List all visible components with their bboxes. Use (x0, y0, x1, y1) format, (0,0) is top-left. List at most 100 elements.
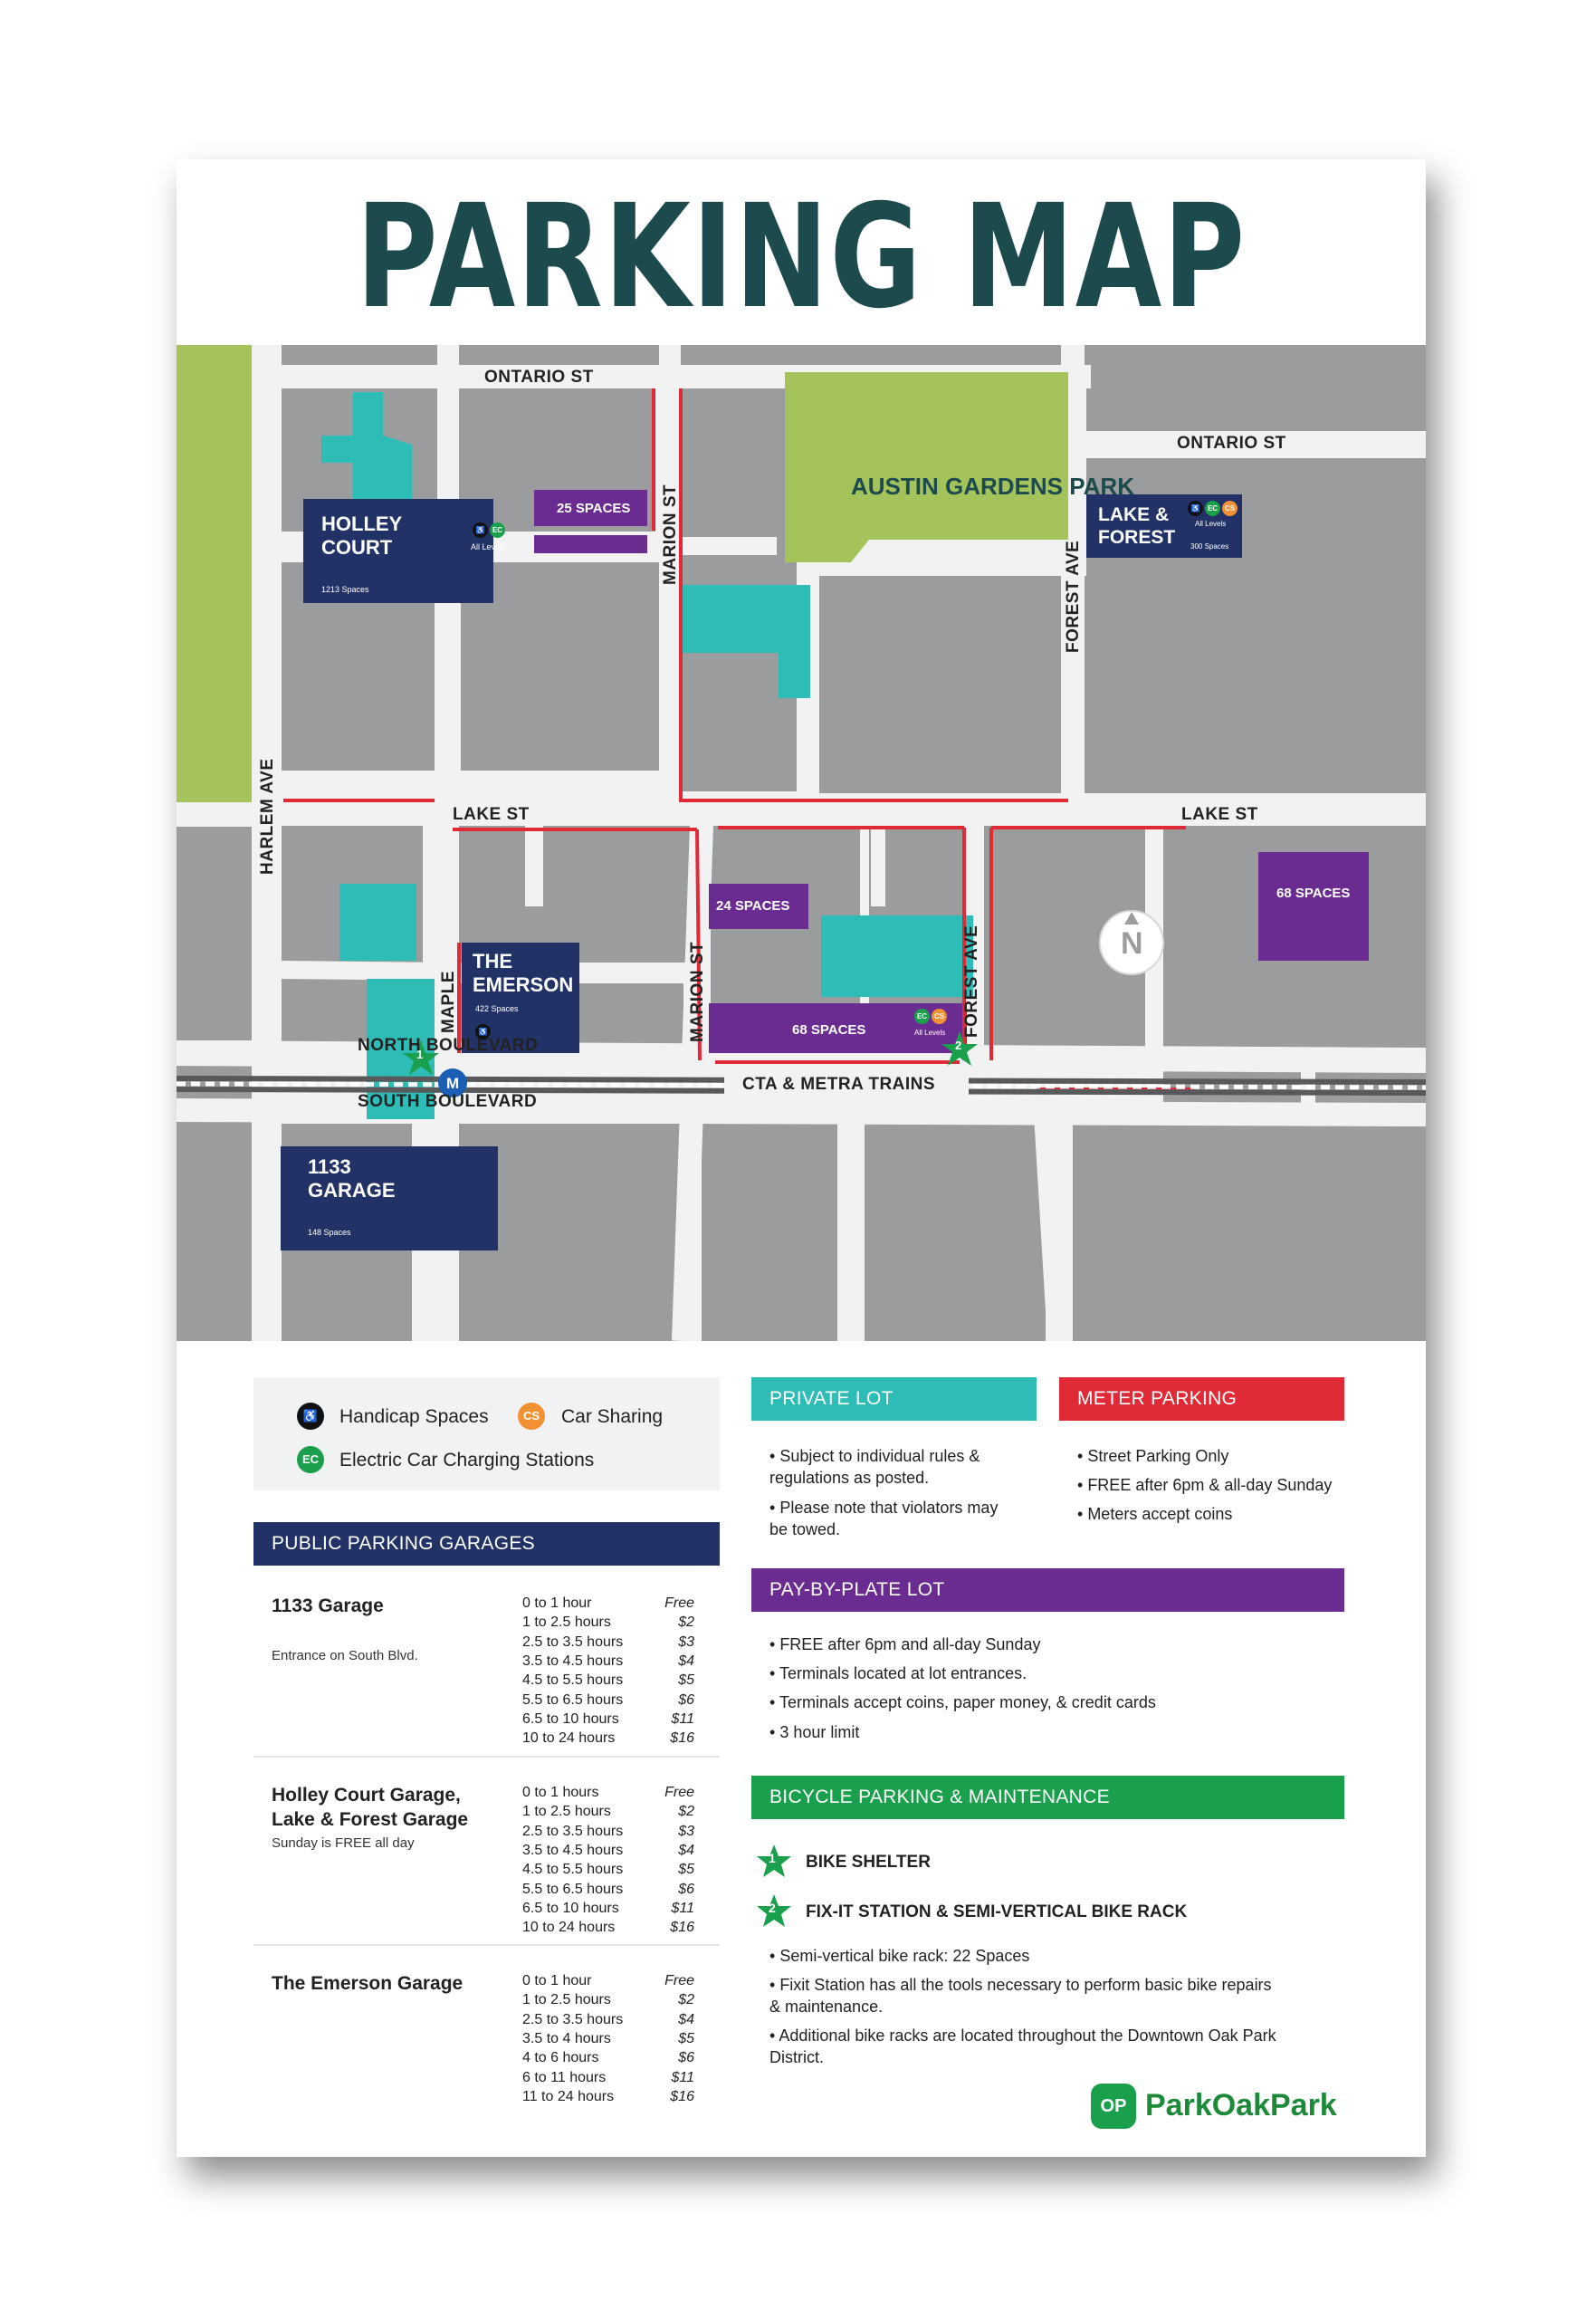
bicycle-bullet: • Semi-vertical bike rack: 22 Spaces (769, 1947, 1030, 1965)
rate-duration: 2.5 to 3.5 hours (522, 2011, 624, 2027)
car-sharing-icon: CS (1222, 501, 1238, 516)
holley-court-spaces: 1213 Spaces (321, 585, 369, 594)
private-lot-bullet: • Subject to individual rules & regulati… (769, 1447, 980, 1487)
meter-bullet: • Street Parking Only (1077, 1447, 1229, 1465)
fixit-station-star-icon (757, 1894, 791, 1927)
lake-st-label: LAKE ST (453, 805, 530, 824)
rate-row: 2.5 to 3.5 hours$3 (522, 1633, 694, 1652)
harlem-ave-label: HARLEM AVE (258, 758, 277, 876)
rate-price: $11 (671, 2069, 694, 2085)
holley-court-levels: All Levels (471, 542, 506, 551)
meter-parking-header: METER PARKING (1059, 1377, 1344, 1421)
rate-duration: 3.5 to 4.5 hours (522, 1842, 624, 1858)
car-sharing-icon: CS (932, 1009, 947, 1024)
car-sharing-icon: CS (518, 1403, 545, 1430)
rate-price: $16 (670, 2088, 694, 2104)
pay-by-plate-lots (534, 490, 1369, 1053)
south-boulevard-label: SOUTH BOULEVARD (358, 1092, 538, 1111)
legend-handicap: Handicap Spaces (339, 1406, 489, 1427)
meter-bullet: • Meters accept coins (1077, 1505, 1233, 1523)
maple-label: MAPLE (439, 971, 458, 1033)
fixit-station-label: FIX-IT STATION & SEMI-VERTICAL BIKE RACK (806, 1902, 1188, 1921)
rate-row: 1 to 2.5 hours$2 (522, 1613, 694, 1632)
garages (281, 494, 1242, 1250)
forest-ave-label: FOREST AVE (1064, 540, 1083, 653)
compass-n-label: N (1121, 926, 1143, 961)
lake-forest-label: LAKE & FOREST (1098, 504, 1176, 548)
handicap-icon: ♿ (297, 1403, 324, 1430)
rate-price: $6 (678, 1691, 694, 1708)
lake-st-label-east: LAKE ST (1181, 805, 1258, 824)
private-lot-bullet: • Please note that violators may be towe… (769, 1499, 999, 1538)
pay-by-plate-bullet: • 3 hour limit (769, 1723, 860, 1741)
rate-row: 3.5 to 4.5 hours $4 (522, 1652, 694, 1671)
garage-rate-name: The Emerson Garage (272, 1973, 464, 1994)
rate-price: $5 (678, 1672, 694, 1689)
lot-24-label: 24 SPACES (716, 898, 790, 914)
rate-row: 4.5 to 5.5 hours$5 (522, 1860, 694, 1879)
rate-row: 3.5 to 4 hours$5 (522, 2029, 694, 2048)
rate-duration: 3.5 to 4.5 hours (522, 1653, 624, 1669)
legend-car-sharing: Car Sharing (561, 1406, 664, 1427)
bike-shelter-star-icon (403, 1040, 439, 1075)
rate-price: $4 (678, 1842, 694, 1858)
lake-forest-levels: All Levels (1195, 520, 1227, 528)
rate-duration: 1 to 2.5 hours (522, 1804, 611, 1820)
rate-duration: 5.5 to 6.5 hours (522, 1691, 624, 1708)
handicap-icon: ♿ (473, 522, 488, 538)
rate-row: 1 to 2.5 hours$2 (522, 1802, 694, 1821)
marion-st-label-south: MARION ST (688, 941, 707, 1042)
rate-price: $6 (678, 2050, 694, 2066)
rate-price: $4 (678, 1653, 694, 1669)
ontario-st-label: ONTARIO ST (484, 368, 594, 387)
rate-price: $11 (671, 1900, 694, 1916)
poster: PARKING MAP (177, 159, 1426, 2157)
ev-icon: EC (914, 1009, 930, 1024)
rate-row: 6.5 to 10 hours$11 (522, 1899, 694, 1918)
pay-by-plate-bullet: • FREE after 6pm and all-day Sunday (769, 1635, 1041, 1653)
star-1-number: 1 (769, 1851, 776, 1865)
emerson-label: THE EMERSON (473, 950, 574, 996)
compass (1099, 910, 1164, 975)
rate-duration: 5.5 to 6.5 hours (522, 1881, 624, 1897)
rate-price: $2 (678, 1992, 694, 2008)
trains-label: CTA & METRA TRAINS (742, 1075, 936, 1094)
green-strip (177, 345, 252, 802)
garage-1133-spaces: 148 Spaces (308, 1228, 351, 1237)
divider (253, 1944, 720, 1946)
rate-duration: 2.5 to 3.5 hours (522, 1823, 624, 1839)
garage-1133-label: 1133 GARAGE (308, 1155, 396, 1202)
ev-icon: EC (490, 522, 505, 538)
metro-label: M (446, 1075, 460, 1092)
holley-court-label: HOLLEY COURT (321, 513, 402, 559)
garage-rate-note: Sunday is FREE all day (272, 1835, 415, 1851)
rate-row: 1 to 2.5 hours$2 (522, 1990, 694, 2009)
lake-forest-spaces: 300 Spaces (1190, 542, 1229, 551)
rate-price: $3 (678, 1634, 694, 1650)
ontario-st-label-east: ONTARIO ST (1177, 434, 1286, 453)
rate-row: 6.5 to 10 hours$11 (522, 1710, 694, 1729)
lot-68-levels: All Levels (914, 1029, 946, 1037)
lot-68-label: 68 SPACES (792, 1022, 866, 1038)
public-garages-header: PUBLIC PARKING GARAGES (253, 1522, 720, 1566)
divider (253, 1756, 720, 1758)
rate-row: 10 to 24 hours$16 (522, 1729, 694, 1748)
rate-price: Free (664, 1595, 694, 1611)
handicap-icon: ♿ (475, 1024, 491, 1040)
rate-row: 2.5 to 3.5 hours $3 (522, 1822, 694, 1841)
garage-rate-name: 1133 Garage (272, 1595, 384, 1616)
metro-icon (438, 1068, 467, 1097)
private-lots (321, 392, 973, 1119)
rate-price: $11 (671, 1710, 694, 1727)
rate-price: $4 (678, 2011, 694, 2027)
meter-bullet: • FREE after 6pm & all-day Sunday (1077, 1476, 1333, 1494)
star-2-label: 2 (955, 1039, 962, 1052)
rate-duration: 1 to 2.5 hours (522, 1614, 611, 1631)
rate-price: $3 (678, 1823, 694, 1839)
meter-streets (283, 388, 1195, 1091)
private-lot-header: PRIVATE LOT (751, 1377, 1037, 1421)
rate-price: $6 (678, 1881, 694, 1897)
